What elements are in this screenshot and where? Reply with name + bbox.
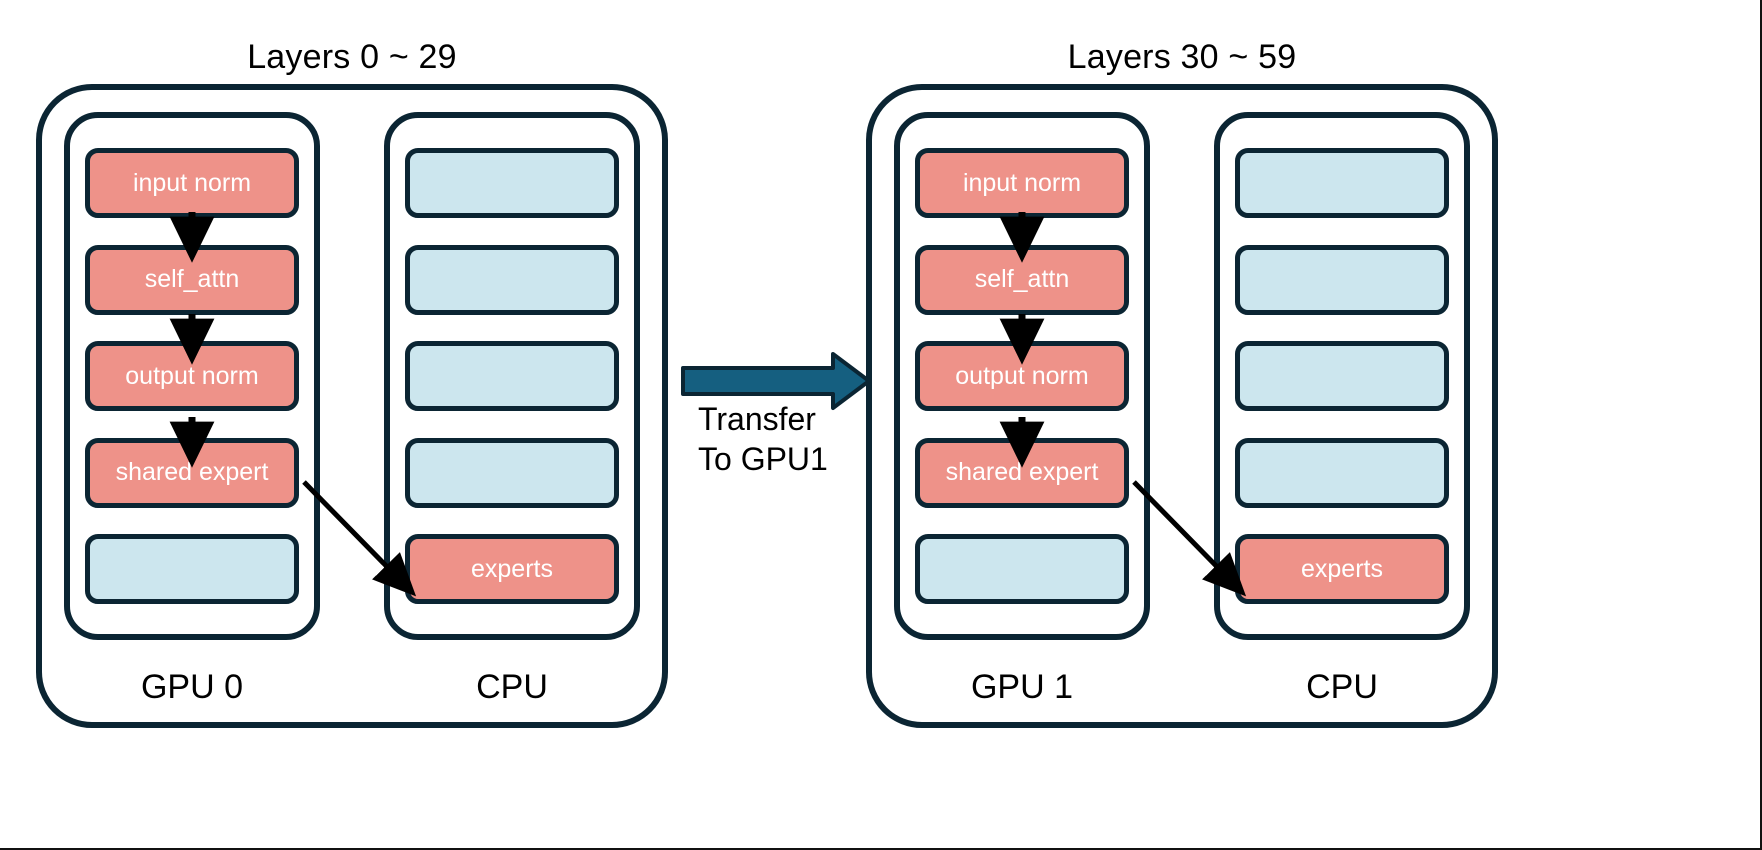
device-label-cpu-left: CPU: [476, 668, 548, 706]
unit-placeholder[interactable]: [85, 534, 299, 604]
unit-output-norm[interactable]: output norm: [85, 341, 299, 411]
gpu-column-left: input norm self_attn output norm shared …: [64, 112, 320, 640]
unit-cpu-slot-4[interactable]: [405, 437, 619, 508]
unit-input-norm[interactable]: input norm: [85, 148, 299, 218]
unit-cpu-slot-2[interactable]: [405, 244, 619, 315]
unit-input-norm[interactable]: input norm: [915, 148, 1129, 218]
device-label-gpu-1: GPU 1: [970, 668, 1074, 706]
unit-shared-expert[interactable]: shared expert: [915, 437, 1129, 508]
group-title-left: Layers 0 ~ 29: [247, 38, 457, 76]
gpu-column-right: input norm self_attn output norm shared …: [894, 112, 1150, 640]
unit-self-attn[interactable]: self_attn: [915, 244, 1129, 315]
cpu-column-left: experts: [384, 112, 640, 640]
unit-experts[interactable]: experts: [1235, 534, 1449, 604]
group-title-right: Layers 30 ~ 59: [1067, 38, 1297, 76]
cpu-column-right: experts: [1214, 112, 1470, 640]
unit-cpu-slot-1[interactable]: [1235, 148, 1449, 218]
unit-cpu-slot-4[interactable]: [1235, 437, 1449, 508]
unit-cpu-slot-3[interactable]: [405, 341, 619, 411]
device-label-gpu-0: GPU 0: [140, 668, 244, 706]
unit-cpu-slot-1[interactable]: [405, 148, 619, 218]
unit-cpu-slot-2[interactable]: [1235, 244, 1449, 315]
unit-output-norm[interactable]: output norm: [915, 341, 1129, 411]
unit-shared-expert[interactable]: shared expert: [85, 437, 299, 508]
unit-cpu-slot-3[interactable]: [1235, 341, 1449, 411]
transfer-label-line1: Transfer: [698, 401, 816, 437]
device-label-cpu-right: CPU: [1306, 668, 1378, 706]
unit-placeholder[interactable]: [915, 534, 1129, 604]
transfer-label-line2: To GPU1: [698, 441, 828, 477]
unit-experts[interactable]: experts: [405, 534, 619, 604]
unit-self-attn[interactable]: self_attn: [85, 244, 299, 315]
